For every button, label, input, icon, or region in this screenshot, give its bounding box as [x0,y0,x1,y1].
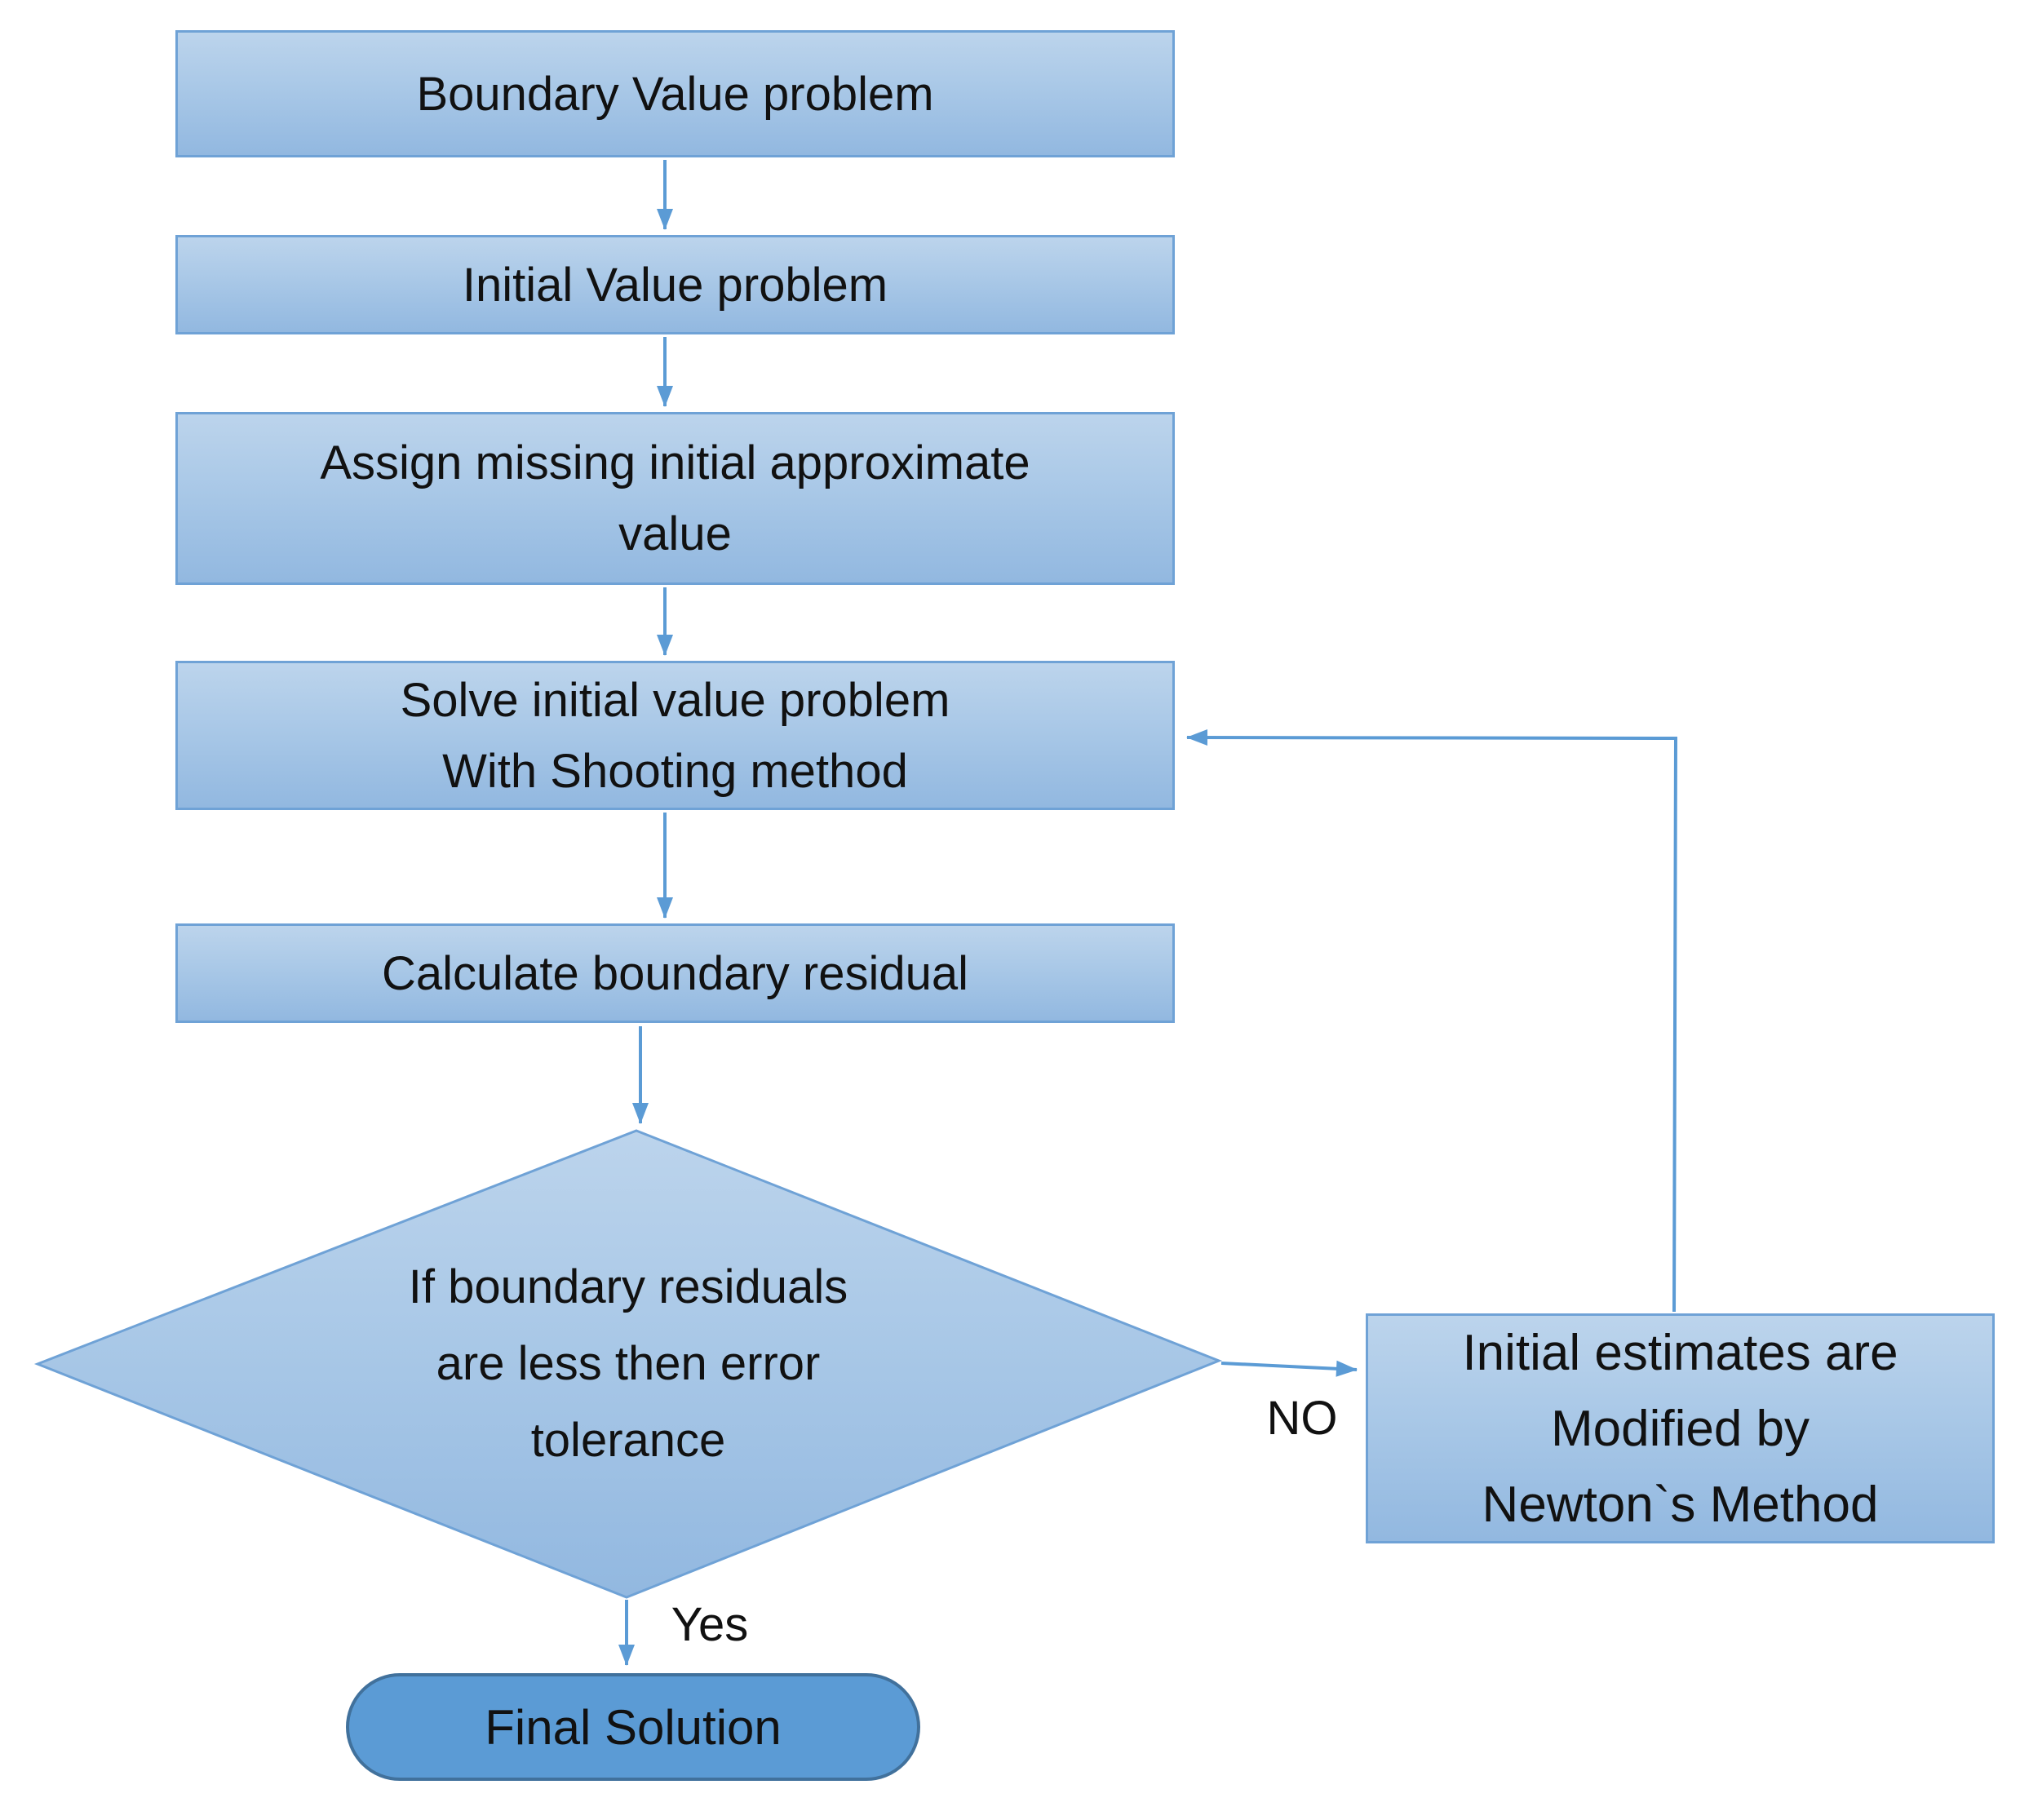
edge-label-no: NO [1266,1392,1338,1445]
node-calculate-boundary-residual: Calculate boundary residual [175,923,1175,1023]
node-initial-value-problem: Initial Value problem [175,235,1175,334]
node-text: Assign missing initial approximate [320,436,1030,489]
edge-decision-no [1220,1360,1358,1377]
node-final-solution: Final Solution [346,1673,920,1781]
node-text: If boundary residuals [408,1260,848,1314]
node-text: With Shooting method [442,744,908,798]
edge-label-yes: Yes [671,1598,749,1651]
node-text: Modified by [1550,1400,1810,1457]
node-text: Initial Value problem [462,258,888,312]
node-text: Final Solution [485,1699,782,1755]
node-text: Solve initial value problem [400,673,950,727]
node-text: Boundary Value problem [416,67,934,121]
node-text: Newton`s Method [1482,1476,1879,1533]
node-decision-residual-tolerance: If boundary residuals are less then erro… [269,1249,987,1479]
node-text: tolerance [530,1413,726,1467]
node-text: value [618,507,732,560]
node-text: Initial estimates are [1462,1324,1898,1381]
node-assign-missing-initial-value: Assign missing initial approximate value [175,412,1175,585]
edge-newton-loopback [1186,729,1678,1313]
node-newton-modify-estimates: Initial estimates are Modified by Newton… [1366,1313,1995,1543]
node-text: Calculate boundary residual [382,946,968,1000]
node-boundary-value-problem: Boundary Value problem [175,30,1175,157]
decision-diamond-shape [33,1129,1223,1599]
node-text: are less then error [436,1337,821,1391]
node-solve-ivp-shooting-method: Solve initial value problem With Shootin… [175,661,1175,810]
